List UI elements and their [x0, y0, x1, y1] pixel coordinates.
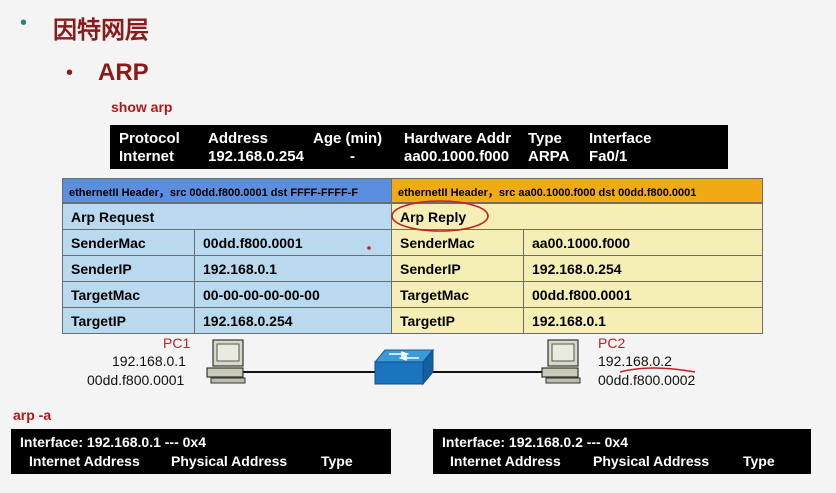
arp-a-output-pc1: Interface: 192.168.0.1 --- 0x4 Internet … [11, 429, 391, 474]
table-row: Arp Request [62, 203, 392, 230]
val-hwaddr: aa00.1000.f000 [404, 148, 510, 165]
switch-icon [373, 348, 435, 386]
section-title: ARP [98, 59, 149, 86]
col-type: Type [528, 130, 562, 147]
col-physical-address: Physical Address [171, 453, 288, 469]
field-name: SenderMac [62, 229, 195, 256]
col-internet-address: Internet Address [450, 453, 561, 469]
pc-icon [206, 339, 246, 384]
field-name: SenderIP [62, 255, 195, 282]
val-age: - [350, 148, 355, 165]
field-value: 192.168.0.1 [194, 255, 392, 282]
val-address: 192.168.0.254 [208, 148, 304, 165]
pc1-label: PC1 [163, 335, 191, 351]
pc-icon [541, 339, 581, 384]
field-value: 192.168.0.1 [523, 307, 763, 334]
col-address: Address [208, 130, 269, 147]
field-name: SenderIP [391, 255, 524, 282]
val-interface: Fa0/1 [589, 148, 628, 165]
annotation-dot [367, 246, 371, 250]
highlight-ellipse [391, 200, 489, 232]
bullet-dot: • [66, 62, 74, 84]
pc2-label: PC2 [598, 335, 626, 351]
field-value: 00dd.f800.0001 [194, 229, 392, 256]
show-arp-output: Protocol Address Age (min) Hardware Addr… [110, 125, 728, 169]
interface-line: Interface: 192.168.0.2 --- 0x4 [442, 434, 628, 450]
interface-line: Interface: 192.168.0.1 --- 0x4 [20, 434, 206, 450]
reply-ethernet-header: ethernetII Header，src aa00.1000.f000 dst… [391, 178, 763, 203]
field-value: 00-00-00-00-00-00 [194, 281, 392, 308]
pc2-mac: 00dd.f800.0002 [598, 372, 696, 388]
field-name: SenderMac [391, 229, 524, 256]
col-hwaddr: Hardware Addr [404, 130, 511, 147]
col-type: Type [321, 453, 353, 469]
field-value: aa00.1000.f000 [523, 229, 763, 256]
arp-a-output-pc2: Interface: 192.168.0.2 --- 0x4 Internet … [433, 429, 811, 474]
pc2-ip: 192.168.0.2 [598, 353, 672, 369]
field-value: 192.168.0.254 [194, 307, 392, 334]
val-type: ARPA [528, 148, 570, 165]
request-title: Arp Request [62, 203, 392, 230]
pc1-mac: 00dd.f800.0001 [87, 372, 185, 388]
val-protocol: Internet [119, 148, 175, 165]
arp-a-command: arp -a [13, 407, 52, 423]
col-internet-address: Internet Address [29, 453, 140, 469]
col-physical-address: Physical Address [593, 453, 710, 469]
field-value: 00dd.f800.0001 [523, 281, 763, 308]
field-value: 192.168.0.254 [523, 255, 763, 282]
show-arp-command: show arp [111, 99, 173, 115]
page-title: 因特网层 [53, 17, 149, 44]
field-name: TargetMac [391, 281, 524, 308]
bullet-dot: • [20, 12, 28, 34]
col-age: Age (min) [313, 130, 383, 147]
request-ethernet-header: ethernetII Header，src 00dd.f800.0001 dst… [62, 178, 392, 203]
col-interface: Interface [589, 130, 652, 147]
col-type: Type [743, 453, 775, 469]
annotation-underline [619, 367, 696, 373]
col-protocol: Protocol [119, 130, 180, 147]
field-name: TargetMac [62, 281, 195, 308]
field-name: TargetIP [62, 307, 195, 334]
field-name: TargetIP [391, 307, 524, 334]
pc1-ip: 192.168.0.1 [112, 353, 186, 369]
